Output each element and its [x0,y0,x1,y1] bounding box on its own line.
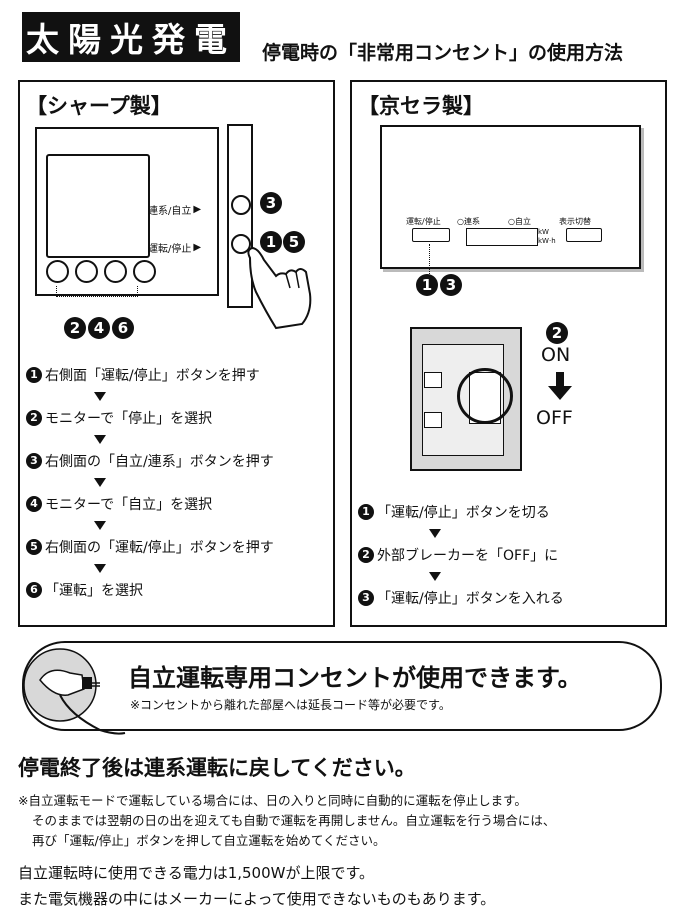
footer-note-1: ※自立運転モードで運転している場合には、日の入りと同時に自動的に運転を停止します… [18,793,527,808]
kyocera-device [380,125,641,269]
footer-note-2: そのままでは翌朝の日の出を迎えても自動で運転を再開しません。自立運転を行う場合に… [32,813,556,828]
page-subtitle: 停電時の「非常用コンセント」の使用方法 [262,42,624,64]
sharp-step-6: 6「運転」を選択 [26,580,143,600]
step-arrow [94,521,106,530]
run-stop-button [412,228,450,242]
kyocera-step-1: 1「運転/停止」ボタンを切る [358,502,550,522]
monitor-button [75,260,98,283]
kyocera-title: 【京セラ製】 [358,94,484,118]
callout-panel: 1 3 [416,274,462,296]
page-title: 太陽光発電 [26,20,236,59]
kyocera-panel: 【京セラ製】 運転/停止 ○連系 ○自立 表示切替 kW kW·h 1 3 2 … [350,80,667,627]
step-arrow [94,435,106,444]
side-device [227,124,253,308]
monitor-button [133,260,156,283]
breaker-switch-2 [424,412,442,428]
label-run-stop: 運転/停止▶ [148,242,202,255]
banner-note: ※コンセントから離れた部屋へは延長コード等が必要です。 [130,698,451,712]
monitor-bracket [56,286,138,297]
finger-icon [247,246,312,330]
breaker-highlight-circle [457,368,513,424]
kyocera-control-panel: 運転/停止 ○連系 ○自立 表示切替 kW kW·h [404,216,612,256]
sharp-title: 【シャープ製】 [26,94,172,118]
plug-hand-icon [23,648,126,735]
monitor-buttons [46,260,156,283]
page-title-box: 太陽光発電 [22,12,240,62]
step-arrow [94,564,106,573]
off-label: OFF [536,407,573,429]
breaker-callout: 2 [546,322,568,344]
display-switch-button [566,228,602,242]
callout-monitor: 2 4 6 [64,317,134,339]
on-label: ON [541,344,571,366]
display-window [466,228,538,246]
breaker-switch-1 [424,372,442,388]
side-button-top [231,195,251,215]
monitor-button [46,260,69,283]
footer-note-3: 再び「運転/停止」ボタンを押して自立運転を始めてください。 [32,833,386,848]
kyocera-step-3: 3「運転/停止」ボタンを入れる [358,588,564,608]
callout-side-bottom: 1 5 [260,231,305,253]
label-link-self: 連系/自立▶ [148,204,202,217]
monitor-screen [46,154,150,258]
monitor-illustration [35,127,219,296]
down-arrow-icon [548,372,572,400]
banner-main-text: 自立運転専用コンセントが使用できます。 [128,664,582,692]
footer-line-2: また電気機器の中にはメーカーによって使用できないものもあります。 [18,890,496,908]
step-arrow [94,478,106,487]
side-button-bottom [231,234,251,254]
dotted-leader [429,244,430,274]
step-arrow [429,572,441,581]
callout-side-top: 3 [260,192,282,214]
footer-heading: 停電終了後は連系運転に戻してください。 [18,756,416,780]
outlet-banner [22,641,662,731]
monitor-button [104,260,127,283]
step-arrow [429,529,441,538]
step-arrow [94,392,106,401]
footer-line-1: 自立運転時に使用できる電力は1,500Wが上限です。 [18,864,374,882]
